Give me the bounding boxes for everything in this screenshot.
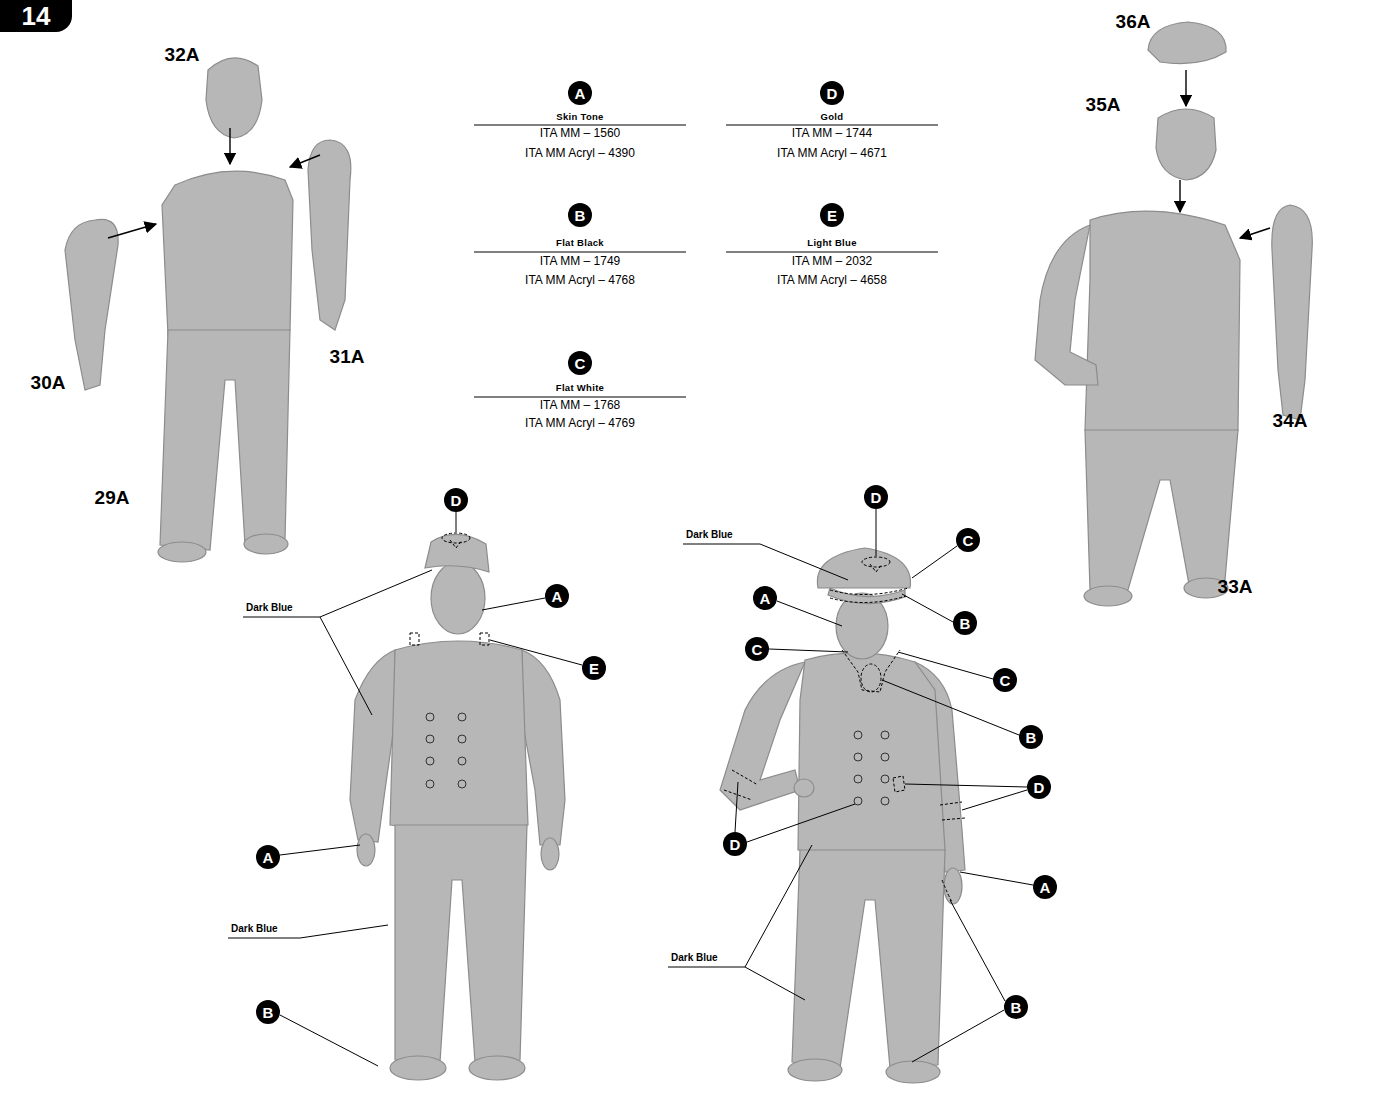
callout-text: E bbox=[827, 208, 837, 223]
assembly-arrows bbox=[108, 70, 1270, 238]
callout-letter: D bbox=[820, 81, 844, 105]
paint-code: ITA MM Acryl – 4769 bbox=[525, 417, 635, 431]
callout-letter: B bbox=[1019, 725, 1043, 749]
callout-text: D bbox=[730, 837, 741, 852]
part-number: 29A bbox=[95, 487, 130, 509]
part-number: 30A bbox=[31, 372, 66, 394]
callout-letter: C bbox=[956, 528, 980, 552]
callout-text: D bbox=[451, 493, 462, 508]
paint-code: ITA MM – 1744 bbox=[792, 127, 872, 141]
callout-text: A bbox=[1040, 880, 1051, 895]
part-number: 35A bbox=[1086, 94, 1121, 116]
callout-text: C bbox=[575, 356, 586, 371]
callout-letter: B bbox=[256, 1000, 280, 1024]
callout-text: A bbox=[575, 86, 586, 101]
paint-code: ITA MM – 1749 bbox=[540, 255, 620, 269]
callout-letter: C bbox=[993, 668, 1017, 692]
color-name: Skin Tone bbox=[556, 112, 603, 123]
paint-code: ITA MM Acryl – 4390 bbox=[525, 147, 635, 161]
callout-text: A bbox=[263, 850, 274, 865]
callout-text: A bbox=[760, 591, 771, 606]
part-number: 34A bbox=[1273, 410, 1308, 432]
color-label: Dark Blue bbox=[686, 529, 733, 541]
callout-text: C bbox=[752, 642, 763, 657]
callout-text: B bbox=[1026, 730, 1037, 745]
part-number: 32A bbox=[165, 44, 200, 66]
callout-text: C bbox=[963, 533, 974, 548]
callout-letter: B bbox=[1004, 995, 1028, 1019]
callout-text: E bbox=[589, 661, 599, 676]
callout-text: B bbox=[575, 208, 586, 223]
callout-text: A bbox=[552, 589, 563, 604]
callout-letter: D bbox=[864, 485, 888, 509]
callout-letter: E bbox=[582, 656, 606, 680]
callout-letter: E bbox=[820, 203, 844, 227]
callout-letter: A bbox=[753, 586, 777, 610]
color-label: Dark Blue bbox=[671, 952, 718, 964]
callout-letter: C bbox=[568, 351, 592, 375]
callout-letter: A bbox=[568, 81, 592, 105]
color-name: Flat White bbox=[556, 383, 604, 394]
color-label: Dark Blue bbox=[231, 923, 278, 935]
callout-letter: C bbox=[745, 637, 769, 661]
part-number: 36A bbox=[1116, 11, 1151, 33]
paint-areas bbox=[410, 533, 965, 902]
callout-text: D bbox=[871, 490, 882, 505]
callout-letter: A bbox=[256, 845, 280, 869]
paint-code: ITA MM – 2032 bbox=[792, 255, 872, 269]
paint-code: ITA MM Acryl – 4658 bbox=[777, 274, 887, 288]
step-number-text: 14 bbox=[22, 3, 51, 29]
callout-letter: B bbox=[953, 611, 977, 635]
paint-code: ITA MM Acryl – 4671 bbox=[777, 147, 887, 161]
paint-code: ITA MM – 1768 bbox=[540, 399, 620, 413]
callout-text: D bbox=[1034, 780, 1045, 795]
callout-letter: B bbox=[568, 203, 592, 227]
callout-letter: D bbox=[444, 488, 468, 512]
callout-text: B bbox=[1011, 1000, 1022, 1015]
part-number: 31A bbox=[330, 346, 365, 368]
markings bbox=[426, 713, 889, 805]
figure-parts bbox=[65, 22, 1312, 1083]
callout-text: C bbox=[1000, 673, 1011, 688]
callout-text: B bbox=[263, 1005, 274, 1020]
callout-text: B bbox=[960, 616, 971, 631]
paint-code: ITA MM – 1560 bbox=[540, 127, 620, 141]
color-name: Light Blue bbox=[807, 238, 856, 249]
callout-letter: A bbox=[545, 584, 569, 608]
color-label: Dark Blue bbox=[246, 602, 293, 614]
color-name: Flat Black bbox=[556, 238, 604, 249]
callout-letter: D bbox=[723, 832, 747, 856]
callout-letter: D bbox=[1027, 775, 1051, 799]
paint-code: ITA MM Acryl – 4768 bbox=[525, 274, 635, 288]
leader-lines bbox=[228, 125, 1033, 1066]
color-name: Gold bbox=[821, 112, 844, 123]
callout-text: D bbox=[827, 86, 838, 101]
step-number: 14 bbox=[0, 0, 72, 32]
part-number: 33A bbox=[1218, 576, 1253, 598]
callout-letter: A bbox=[1033, 875, 1057, 899]
